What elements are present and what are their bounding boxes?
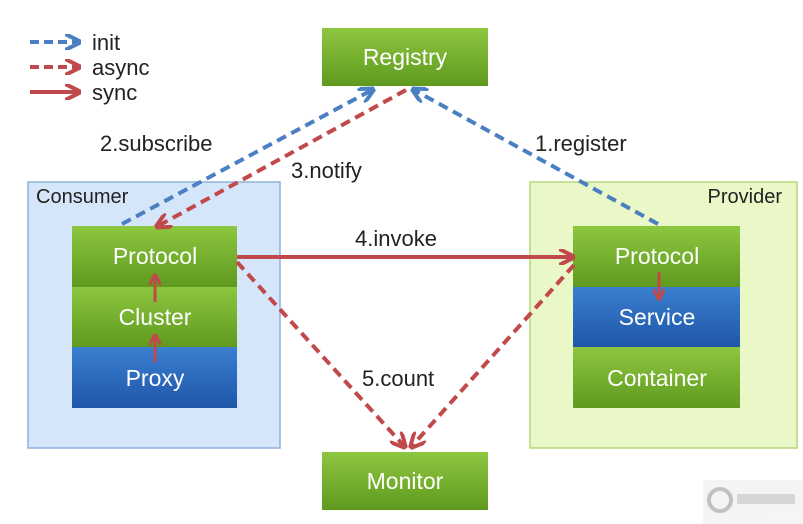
consumer-proxy-label: Proxy — [126, 365, 185, 391]
provider-service-label: Service — [619, 304, 696, 330]
legend-init-label: init — [92, 30, 120, 55]
invoke-label: 4.invoke — [355, 226, 437, 251]
registry-box — [322, 28, 488, 86]
monitor-box — [322, 452, 488, 510]
consumer-protocol-label: Protocol — [113, 243, 197, 269]
provider-protocol-label: Protocol — [615, 243, 699, 269]
provider-count-arrow — [412, 263, 576, 446]
legend-sync-label: sync — [92, 80, 137, 105]
consumer-title: Consumer — [36, 186, 129, 208]
legend-async-label: async — [92, 55, 149, 80]
register-arrow — [414, 90, 659, 226]
notify-label: 3.notify — [291, 158, 362, 183]
monitor-label: Monitor — [367, 468, 444, 494]
provider-container-layer — [573, 347, 740, 408]
count-label: 5.count — [362, 366, 434, 391]
consumer-cluster-label: Cluster — [119, 304, 192, 330]
subscribe-label: 2.subscribe — [100, 131, 213, 156]
notify-arrow — [158, 88, 407, 226]
register-label: 1.register — [535, 131, 627, 156]
watermark-logo — [703, 480, 803, 524]
legend: init async sync — [30, 30, 149, 105]
consumer-count-arrow — [235, 260, 404, 446]
provider-container-label: Container — [607, 365, 707, 391]
registry-label: Registry — [363, 44, 448, 70]
provider-protocol-layer — [573, 226, 740, 287]
provider-title: Provider — [708, 186, 783, 208]
